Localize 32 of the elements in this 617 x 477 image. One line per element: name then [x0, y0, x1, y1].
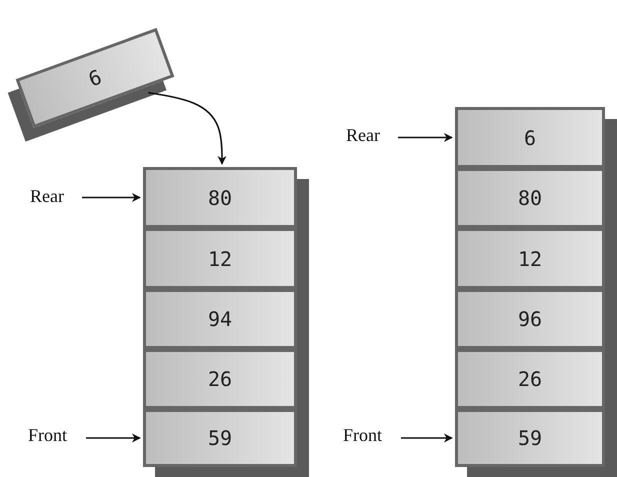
queue-cell	[143, 409, 297, 467]
queue-cell	[143, 167, 297, 228]
cell-value: 80	[518, 186, 542, 210]
queue-cell	[455, 349, 605, 409]
cell-value: 80	[208, 186, 232, 210]
queue-cell	[143, 228, 297, 289]
pointer-label: Front	[343, 425, 382, 446]
arrow	[401, 434, 453, 442]
cell-value: 59	[208, 426, 232, 450]
queue-cell	[455, 409, 605, 467]
cell-value: 12	[518, 246, 542, 270]
cell-value: 26	[518, 367, 542, 391]
cell-value: 6	[524, 126, 536, 150]
cell-value: 96	[518, 307, 542, 331]
queue-cell	[455, 289, 605, 349]
queue-cell	[455, 168, 605, 228]
queue-cell	[143, 349, 297, 409]
queue-cell	[455, 107, 605, 168]
cell-value: 26	[208, 367, 232, 391]
cell-value: 59	[518, 426, 542, 450]
pointer-label: Rear	[30, 186, 64, 207]
pointer-label: Rear	[346, 125, 380, 146]
queue-cell	[455, 228, 605, 289]
pointer-label: Front	[28, 425, 68, 446]
cell-value: 94	[208, 307, 232, 331]
arrow	[82, 193, 141, 202]
arrow	[398, 133, 453, 142]
cell-value: 12	[208, 246, 232, 270]
arrow	[86, 434, 141, 442]
queue-cell	[143, 289, 297, 349]
arrow	[148, 92, 226, 165]
cell-value: 6	[85, 64, 105, 92]
